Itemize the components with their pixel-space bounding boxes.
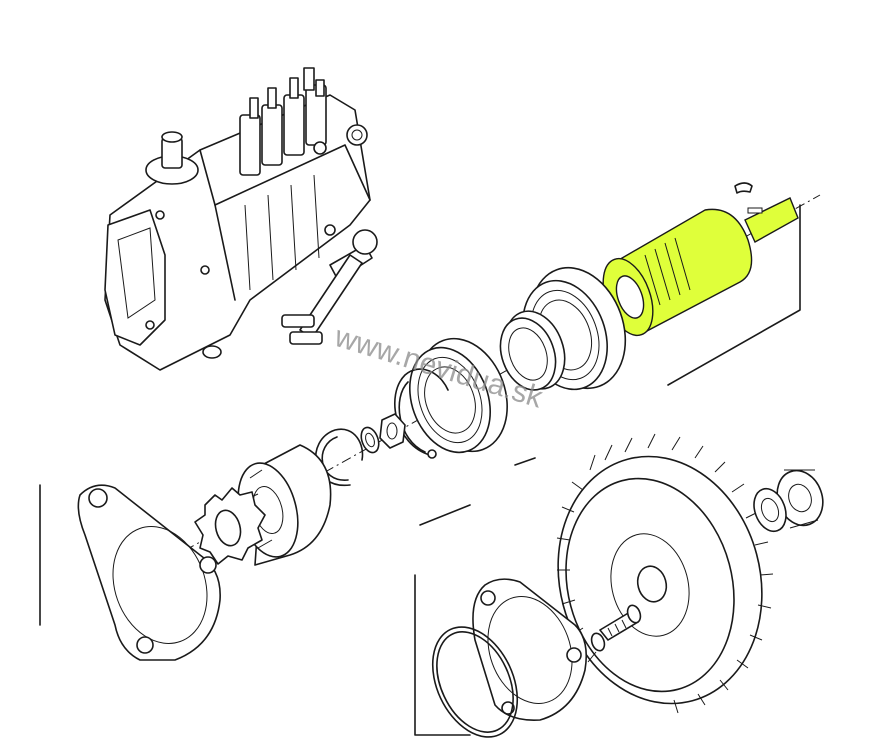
spline-gear [194,487,266,565]
drive-shaft-highlighted [602,197,799,337]
hex-nut [379,413,406,449]
spacer-ring [499,310,566,391]
injection-pump [104,67,378,371]
frame-line-upper [667,204,801,386]
stud-bolt [590,604,642,652]
frame-line-bottom [414,574,471,736]
timing-gear [556,433,774,714]
snap-ring [394,368,449,459]
flange-plate [77,484,221,661]
frame-line-mid [419,457,536,526]
washer [360,426,380,454]
cover-plate [472,578,588,722]
bearing-nut [753,469,824,533]
ball-bearing-small [408,337,508,454]
o-ring [431,626,519,738]
woodruff-key [734,182,753,194]
